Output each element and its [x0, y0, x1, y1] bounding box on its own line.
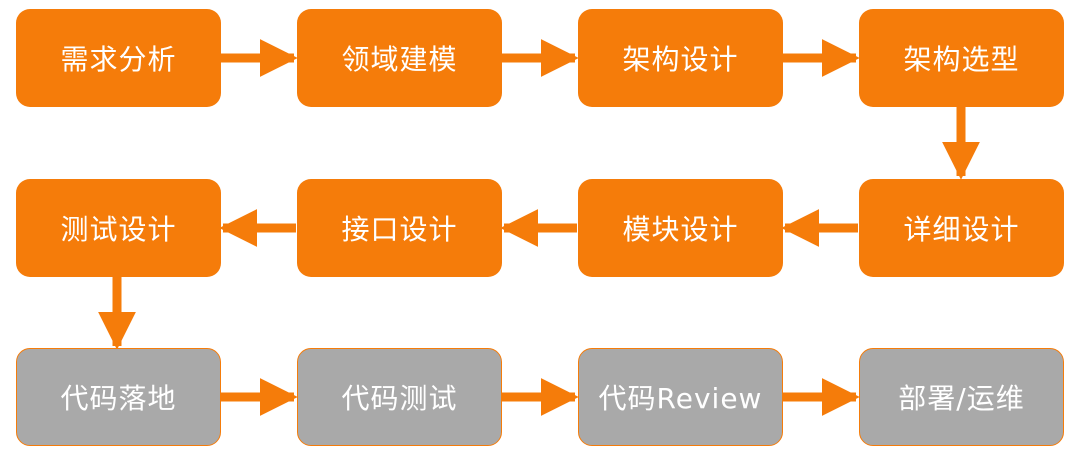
step-deployment-ops: 部署/运维 — [859, 348, 1064, 446]
step-test-design: 测试设计 — [16, 179, 221, 277]
step-architecture-design: 架构设计 — [578, 9, 783, 107]
step-domain-modeling: 领域建模 — [297, 9, 502, 107]
step-code-implementation: 代码落地 — [16, 348, 221, 446]
step-code-testing: 代码测试 — [297, 348, 502, 446]
step-requirements-analysis: 需求分析 — [16, 9, 221, 107]
step-module-design: 模块设计 — [578, 179, 783, 277]
step-interface-design: 接口设计 — [297, 179, 502, 277]
step-code-review: 代码Review — [578, 348, 783, 446]
step-architecture-selection: 架构选型 — [859, 9, 1064, 107]
step-detailed-design: 详细设计 — [859, 179, 1064, 277]
